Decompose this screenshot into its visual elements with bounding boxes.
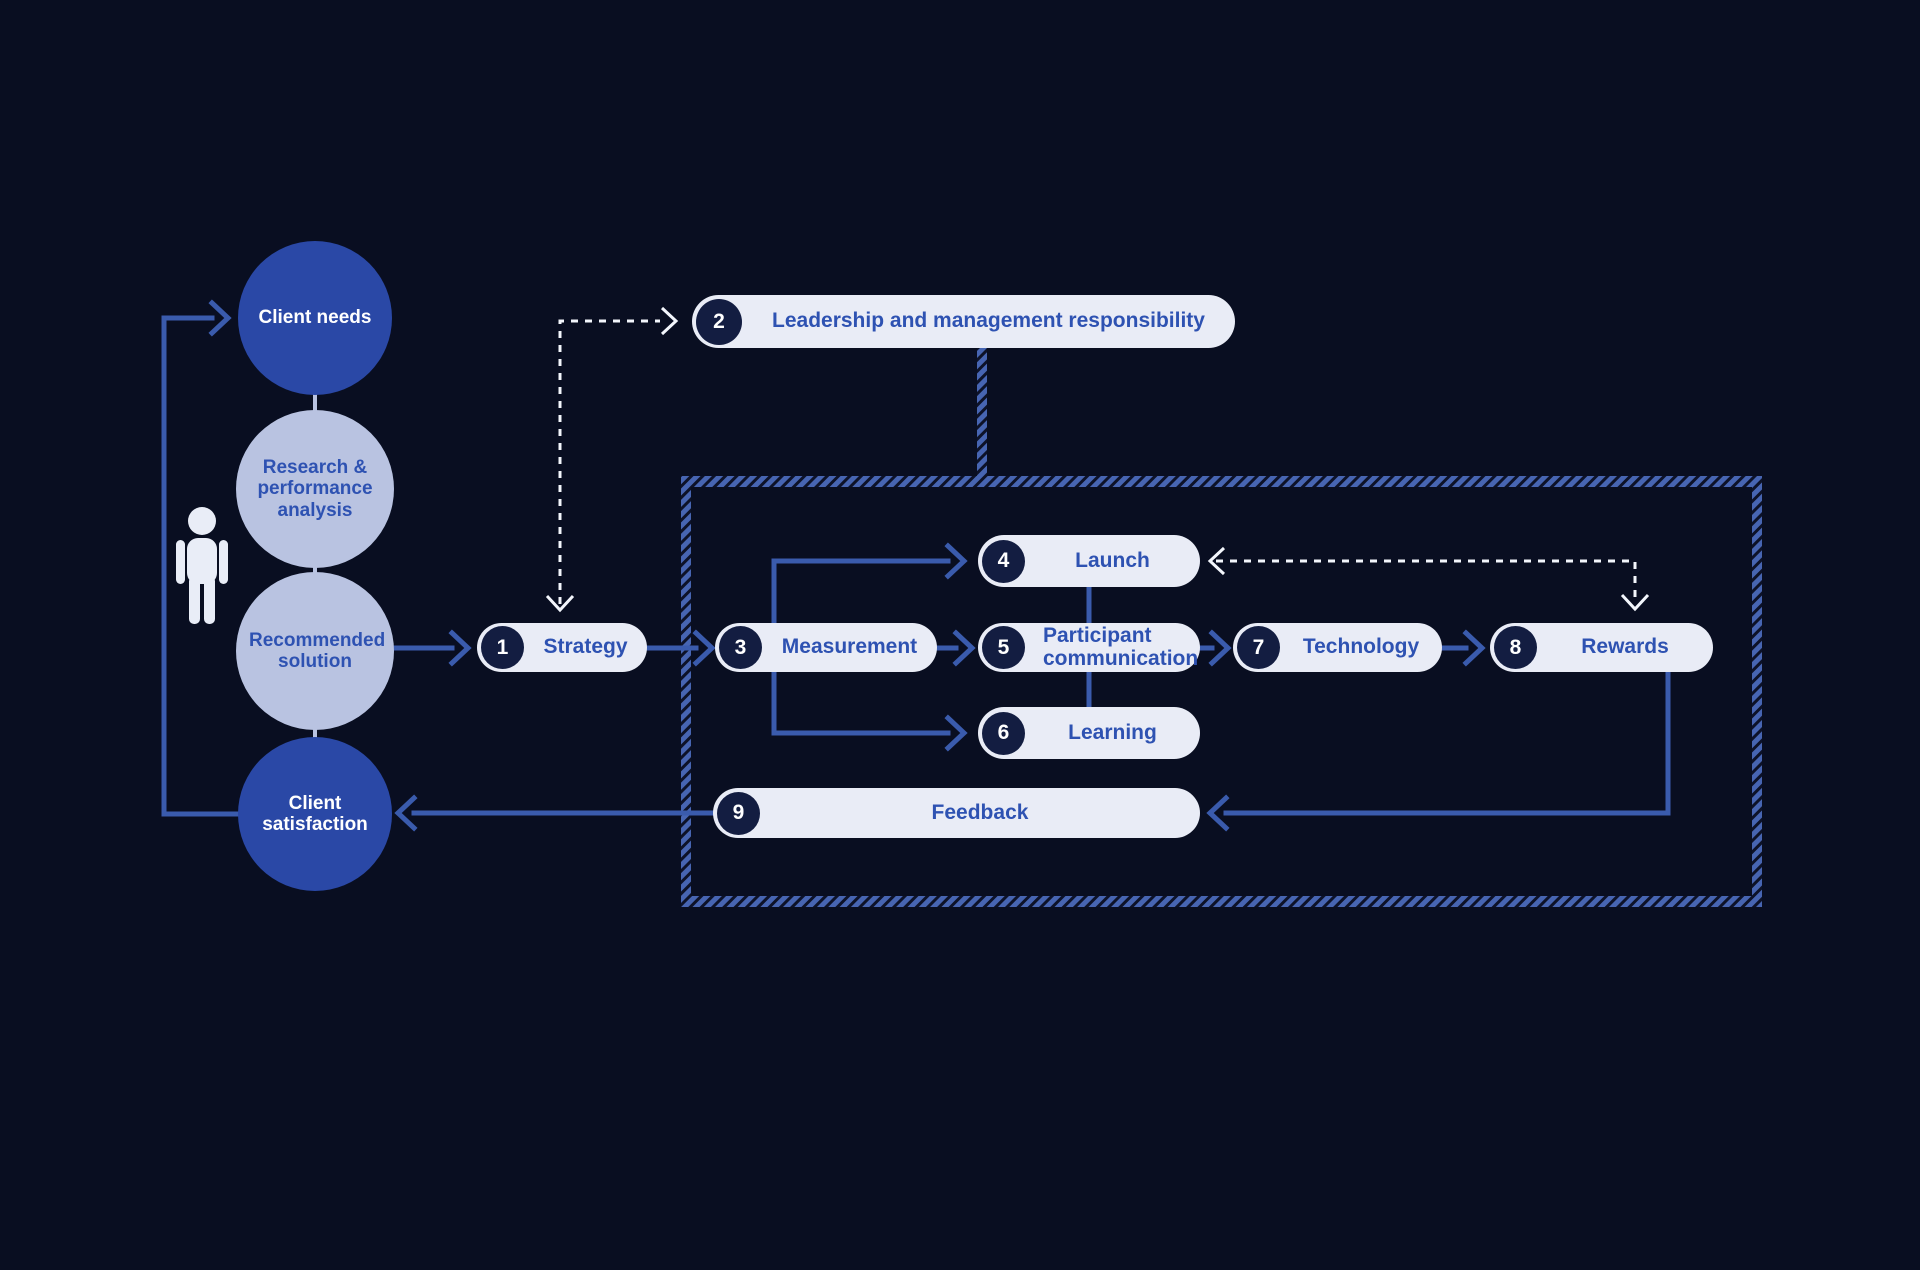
arrow-loop-satisfaction-needs	[161, 315, 243, 817]
dashed-rewards-launch	[1216, 559, 1637, 602]
pill-participant-communication: 5 Participant communication	[978, 623, 1200, 672]
pill-technology: 7 Technology	[1233, 623, 1442, 672]
dashed-strategy-leadership	[558, 319, 660, 604]
pill-feedback-label: Feedback	[931, 800, 1029, 824]
circle-client-needs: Client needs	[238, 241, 392, 395]
circle-research-label: Research & performance analysis	[257, 457, 373, 521]
pill-measurement-number: 3	[719, 626, 762, 669]
circle-recommended-label: Recommended solution	[249, 629, 386, 672]
dashed-arrows	[545, 306, 1650, 613]
person-icon	[172, 506, 232, 624]
pill-strategy: 1 Strategy	[477, 623, 647, 672]
pill-rewards-label: Rewards	[1581, 635, 1669, 659]
pill-leadership: 2 Leadership and management responsibili…	[692, 295, 1235, 348]
pill-learning: 6 Learning	[978, 707, 1200, 759]
pill-participant-number: 5	[982, 626, 1025, 669]
pill-measurement-label: Measurement	[781, 635, 918, 659]
pill-leadership-label: Leadership and management responsibility	[772, 309, 1205, 333]
pill-technology-number: 7	[1237, 626, 1280, 669]
pill-strategy-label: Strategy	[543, 635, 628, 659]
pill-launch-label: Launch	[1075, 548, 1150, 572]
program-box-border	[681, 347, 1762, 907]
pill-learning-number: 6	[982, 711, 1025, 755]
pill-measurement: 3 Measurement	[715, 623, 937, 672]
pill-feedback: 9 Feedback	[713, 788, 1200, 838]
pill-participant-label: Participant communication	[1043, 624, 1199, 670]
pill-launch: 4 Launch	[978, 535, 1200, 587]
pill-rewards-number: 8	[1494, 626, 1537, 669]
circle-satisfaction-label: Client satisfaction	[262, 792, 368, 835]
arrow-rewards-feedback	[1223, 669, 1671, 816]
circle-research-performance-analysis: Research & performance analysis	[236, 410, 394, 568]
pill-launch-number: 4	[982, 539, 1025, 583]
solid-arrows	[161, 299, 1671, 832]
pill-strategy-number: 1	[481, 626, 524, 669]
pill-leadership-number: 2	[696, 298, 742, 345]
circle-client-satisfaction: Client satisfaction	[238, 737, 392, 891]
leadership-box-band	[977, 347, 987, 476]
circle-recommended-solution: Recommended solution	[236, 572, 394, 730]
pill-rewards: 8 Rewards	[1490, 623, 1713, 672]
pill-learning-label: Learning	[1068, 720, 1157, 744]
pill-technology-label: Technology	[1302, 635, 1420, 659]
pill-feedback-number: 9	[717, 791, 760, 835]
circle-client-needs-label: Client needs	[258, 307, 372, 329]
